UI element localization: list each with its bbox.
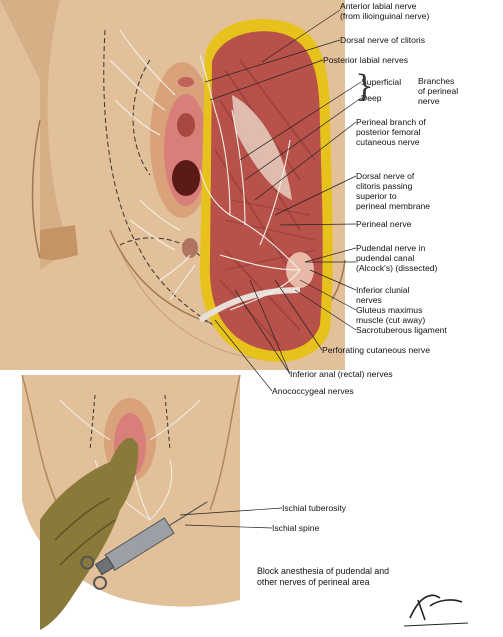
label-dorsal-nerve-passing: Dorsal nerve of clitoris passing superio… — [356, 171, 430, 211]
label-ischial-tuberosity: Ischial tuberosity — [282, 503, 347, 513]
label-perforating-cutaneous: Perforating cutaneous nerve — [322, 345, 430, 355]
label-posterior-labial-nerves: Posterior labial nerves — [323, 55, 409, 65]
label-line: Branches — [418, 76, 455, 86]
label-pudendal-canal: Pudendal nerve in pudendal canal (Alcock… — [356, 243, 437, 273]
label-line: cutaneous nerve — [356, 137, 420, 147]
caption-line: other nerves of perineal area — [257, 577, 370, 587]
label-line: perineal membrane — [356, 201, 431, 211]
label-gluteus-maximus: Gluteus maximus muscle (cut away) — [356, 305, 425, 325]
label-inferior-anal-nerves: Inferior anal (rectal) nerves — [290, 369, 393, 379]
signature-mark — [403, 594, 469, 627]
label-sacrotuberous-ligament: Sacrotuberous ligament — [356, 325, 447, 335]
label-line: Dorsal nerve of — [356, 171, 415, 181]
label-anterior-labial-nerve: Anterior labial nerve (from ilioinguinal… — [340, 1, 429, 21]
label-deep: Deep — [361, 93, 382, 103]
label-line: (Alcock's) (dissected) — [356, 263, 438, 273]
label-superficial: Superficial — [361, 77, 402, 87]
label-perineal-nerve: Perineal nerve — [356, 219, 412, 229]
label-line: Pudendal nerve in — [356, 243, 426, 253]
caption-line: Block anesthesia of pudendal and — [257, 566, 390, 576]
label-anococcygeal-nerves: Anococcygeal nerves — [272, 386, 354, 396]
label-branches-of-perineal-nerve: Branches of perineal nerve — [418, 76, 458, 106]
label-line: pudendal canal — [356, 253, 415, 263]
label-dorsal-nerve-clitoris: Dorsal nerve of clitoris — [340, 35, 426, 45]
label-line: Anterior labial nerve — [340, 1, 417, 11]
label-inferior-clunial: Inferior clunial nerves — [356, 285, 410, 305]
label-line: superior to — [356, 191, 397, 201]
label-line: clitoris passing — [356, 181, 413, 191]
label-line: of perineal — [418, 86, 459, 96]
figure-caption: Block anesthesia of pudendal and other n… — [257, 566, 389, 588]
label-line: Inferior clunial — [356, 285, 410, 295]
label-line: nerve — [418, 96, 440, 106]
label-line: muscle (cut away) — [356, 315, 426, 325]
label-line: posterior femoral — [356, 127, 421, 137]
label-line: nerves — [356, 295, 382, 305]
bottom-block-anesthesia — [0, 374, 283, 630]
label-line: Gluteus maximus — [356, 305, 423, 315]
label-line: (from ilioinguinal nerve) — [340, 11, 430, 21]
label-line: Perineal branch of — [356, 117, 426, 127]
label-ischial-spine: Ischial spine — [272, 523, 320, 533]
top-perineum-dissection — [0, 0, 362, 392]
bracket-icon: } — [355, 69, 375, 104]
label-perineal-branch-femoral: Perineal branch of posterior femoral cut… — [356, 117, 426, 147]
